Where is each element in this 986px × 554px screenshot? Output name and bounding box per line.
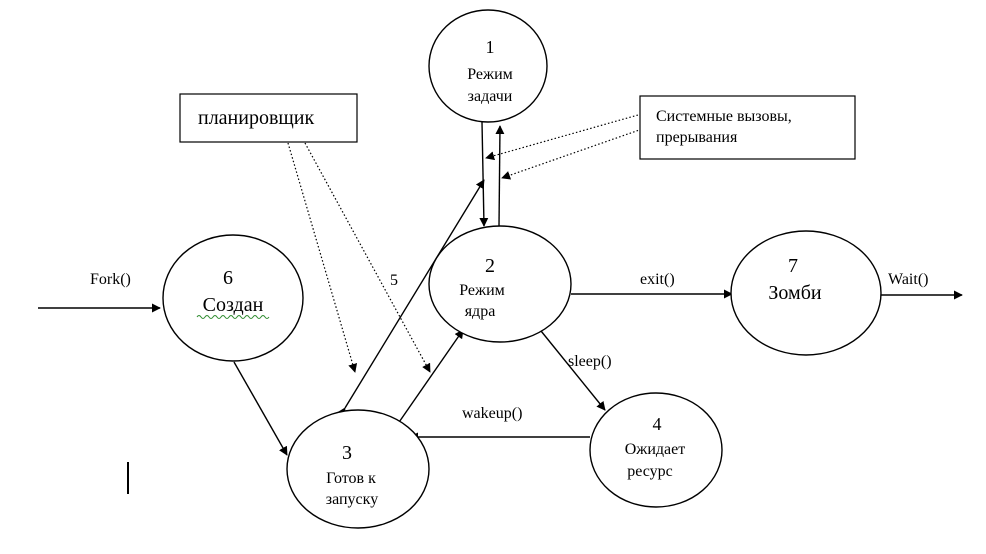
syscall-dotted-arrow-1 [485,112,646,161]
wakeup-label: wakeup() [462,405,522,422]
scheduler-label: планировщик [198,107,315,129]
syscalls-box: Системные вызовы, прерывания [639,95,856,160]
fork-label: Fork() [90,271,131,288]
arrow-ready-to-kernel [394,329,464,429]
arrow-kernel-to-user [495,125,505,227]
state-3-label-line2: запуску [326,491,378,508]
scheduler-dotted-arrow-1 [287,142,358,373]
edge-label-5: 5 [390,272,398,289]
state-1-label-line2: задачи [468,88,513,105]
state-3-label-line1: Готов к [326,470,376,487]
state-3-number: 3 [342,442,352,464]
state-7-zombie: 7 Зомби [730,230,882,356]
arrow-ready-to-user [336,179,485,418]
state-2-label-line2: ядра [465,303,496,320]
state-6-label: Создан [203,294,264,316]
state-4-label-line1: Ожидает [625,441,686,458]
wait-label: Wait() [888,271,928,288]
spellcheck-underline [196,315,270,319]
syscalls-label-line1: Системные вызовы, [656,108,792,125]
sleep-label: sleep() [568,353,612,370]
state-4-waiting: 4 Ожидает ресурс [589,392,723,508]
exit-label: exit() [640,271,675,288]
state-2-kernel-mode: 2 Режим ядра [428,225,572,343]
scheduler-box: планировщик [179,93,358,143]
sleep-arrow [536,325,606,411]
syscall-dotted-arrow-2 [501,127,646,180]
state-3-ready: 3 Готов к запуску [286,409,430,529]
state-1-user-mode: 1 Режим задачи [428,9,548,123]
arrow-user-to-kernel [479,121,489,227]
state-1-label-line1: Режим [467,66,513,83]
state-4-number: 4 [653,414,662,434]
state-4-label-line2: ресурс [627,463,673,480]
arrow-created-to-ready [233,361,288,456]
state-7-number: 7 [788,255,798,277]
state-6-created: 6 Создан [162,234,304,362]
state-2-label-line1: Режим [459,282,505,299]
syscalls-label-line2: прерывания [656,129,738,146]
state-2-number: 2 [485,255,495,277]
state-7-label: Зомби [768,282,821,304]
state-1-number: 1 [486,37,495,57]
state-6-number: 6 [223,267,233,289]
scheduler-dotted-arrow-2 [304,142,431,373]
